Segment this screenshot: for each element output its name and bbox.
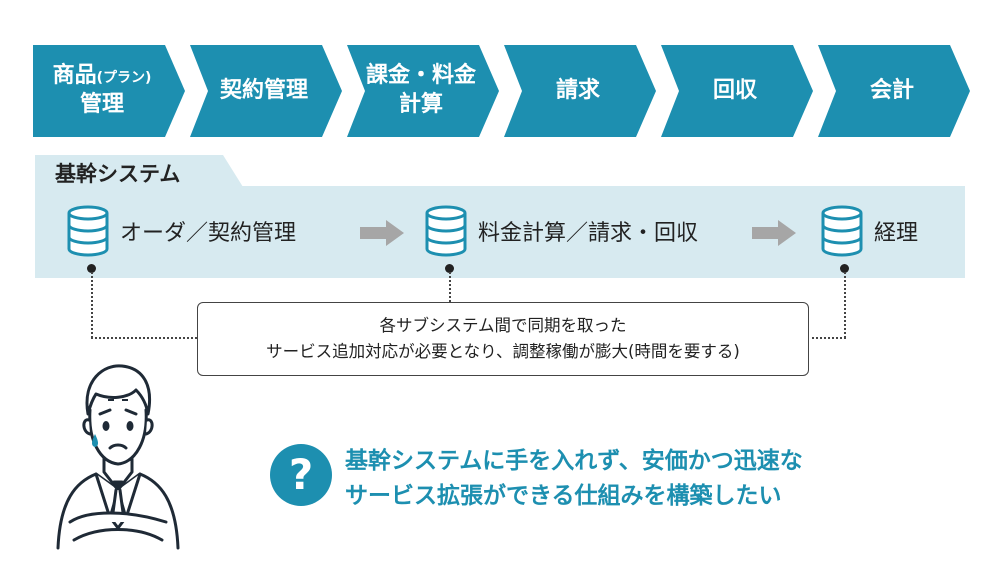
question-icon: ? xyxy=(270,444,332,506)
connector-line xyxy=(844,272,846,338)
process-step-invoice: 請求 xyxy=(504,45,656,137)
connector-line xyxy=(449,272,451,302)
process-flow: 商品(プラン) 管理 契約管理 課金・料金 計算 請求 回収 会計 xyxy=(33,45,973,137)
step-label: 課金・料金 xyxy=(365,63,476,89)
connector-dot xyxy=(445,264,454,273)
process-step-collection: 回収 xyxy=(661,45,813,137)
step-label: 契約管理 xyxy=(219,77,308,103)
connector-line xyxy=(91,337,197,339)
process-step-billing-calc: 課金・料金 計算 xyxy=(347,45,499,137)
step-label: 請求 xyxy=(555,77,600,103)
base-system-tab xyxy=(35,155,243,187)
base-system-band xyxy=(35,186,965,278)
process-step-contract: 契約管理 xyxy=(190,45,342,137)
connector-dot xyxy=(87,264,96,273)
step-label: 回収 xyxy=(712,77,757,103)
subsystem-accounting: 経理 xyxy=(820,203,918,259)
base-system-label: 基幹システム xyxy=(55,162,181,186)
database-icon xyxy=(821,205,863,257)
step-label: 管理 xyxy=(79,92,124,117)
subsystem-label: 料金計算／請求・回収 xyxy=(478,221,699,246)
subsystem-label: オーダ／契約管理 xyxy=(120,221,297,246)
step-label: 商品 xyxy=(52,63,97,89)
step-label-small: (プラン) xyxy=(96,70,152,87)
subsystem-order-contract: オーダ／契約管理 xyxy=(66,203,296,259)
connector-dot xyxy=(840,264,849,273)
worried-person-illustration xyxy=(56,364,180,550)
connector-line xyxy=(807,337,846,339)
callout-line: 各サブシステム間で同期を取った xyxy=(379,316,627,336)
goal-line: 基幹システムに手を入れず、安価かつ迅速な xyxy=(345,448,803,474)
connector-line xyxy=(91,272,93,338)
subsystem-label: 経理 xyxy=(874,221,919,246)
goal-statement: 基幹システムに手を入れず、安価かつ迅速な サービス拡張ができる仕組みを構築したい xyxy=(345,444,803,513)
callout-line: サービス追加対応が必要となり、調整稼働が膨大(時間を要する) xyxy=(266,342,740,361)
process-step-product: 商品(プラン) 管理 xyxy=(33,45,185,137)
database-icon xyxy=(67,205,109,257)
process-step-accounting: 会計 xyxy=(818,45,970,137)
arrow-right-icon xyxy=(360,220,404,246)
goal-line: サービス拡張ができる仕組みを構築したい xyxy=(345,482,782,509)
subsystem-billing-collection: 料金計算／請求・回収 xyxy=(424,203,698,259)
arrow-right-icon xyxy=(752,220,796,246)
step-label: 会計 xyxy=(869,77,914,103)
issue-callout: 各サブシステム間で同期を取った サービス追加対応が必要となり、調整稼働が膨大(時… xyxy=(197,302,809,376)
step-label: 計算 xyxy=(398,92,443,117)
database-icon xyxy=(425,205,467,257)
